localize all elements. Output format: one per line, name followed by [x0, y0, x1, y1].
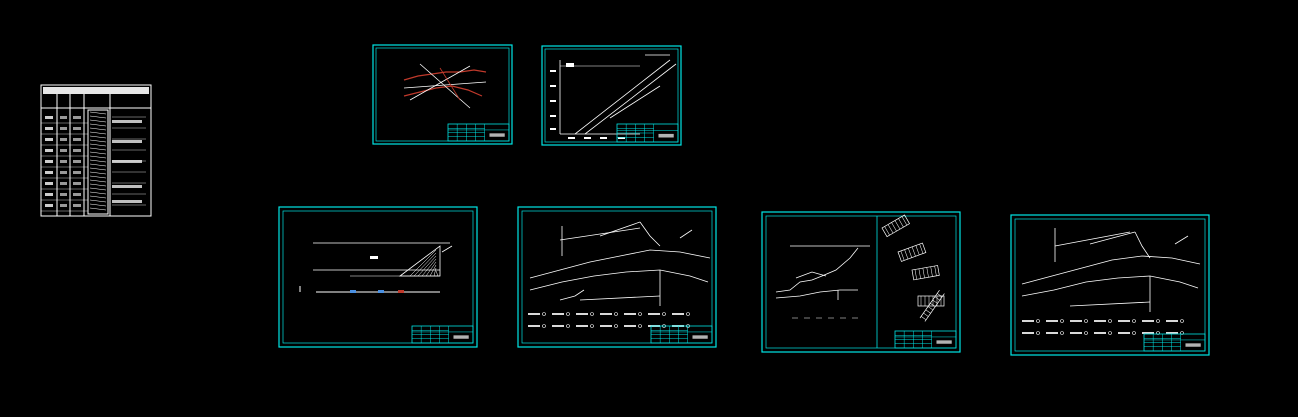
detail-drawings [881, 214, 945, 322]
sheet-profile-chart[interactable] [541, 45, 682, 146]
legend-hatch [89, 111, 107, 211]
title-block [650, 325, 713, 344]
title-block [616, 123, 679, 143]
sheet-roadway-network-1[interactable] [517, 206, 717, 348]
sheet-level-plan[interactable] [278, 206, 478, 348]
slope-hatch [409, 249, 439, 277]
legend-rows [41, 116, 146, 212]
title-block [411, 325, 474, 344]
axis-ticks [550, 70, 625, 139]
sheet-section-plan-a[interactable] [372, 44, 513, 145]
sheet-roadway-network-3[interactable] [1010, 214, 1210, 356]
title-block [1143, 333, 1206, 352]
sheet-roadway-network-2[interactable] [761, 211, 961, 353]
title-block [894, 330, 957, 349]
sheet-legend-table[interactable] [40, 84, 152, 217]
symbol-legend [1022, 319, 1184, 335]
title-block [447, 123, 510, 142]
